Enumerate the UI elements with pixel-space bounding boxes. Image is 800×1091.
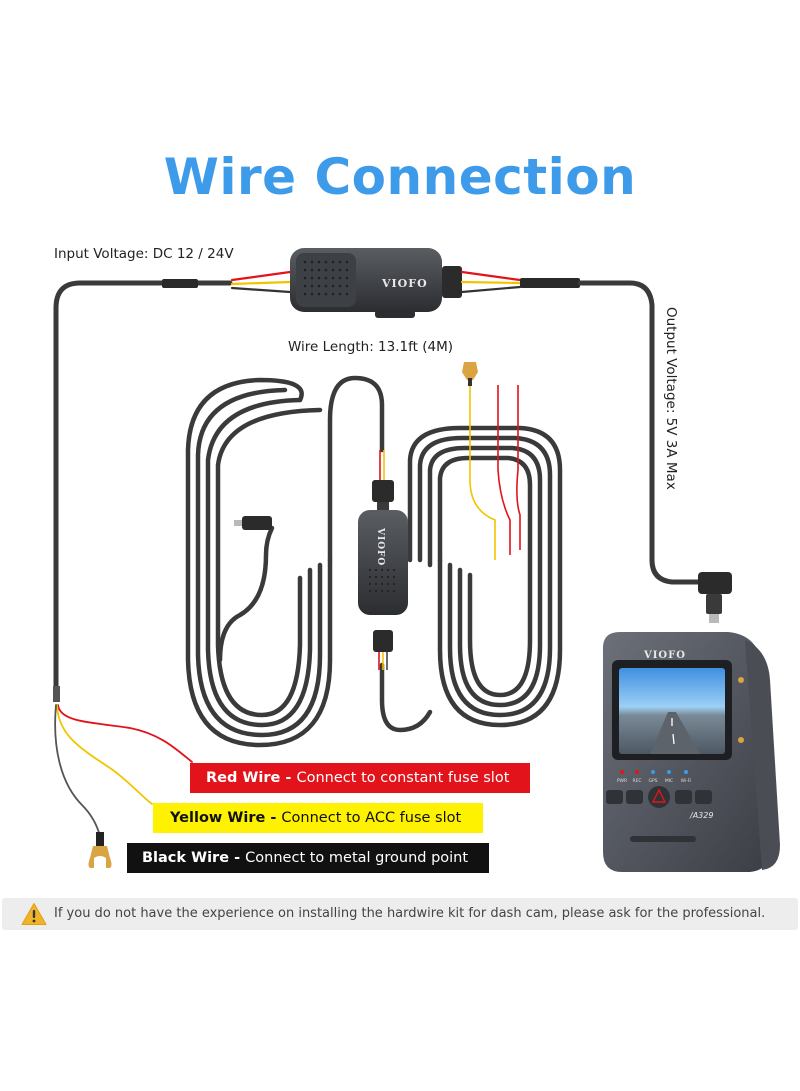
camera-mic-button[interactable]: [675, 790, 692, 804]
indicator-mic: MIC: [665, 778, 673, 784]
warning-triangle-icon: [21, 903, 47, 925]
right-angle-usb-connector: [698, 572, 732, 623]
camera-wifi-button[interactable]: [695, 790, 712, 804]
camera-model-label: /A329: [689, 811, 713, 820]
camera-indicator-row: PWR REC GPS MIC Wi-Fi: [617, 770, 692, 784]
red-wire-label: Red Wire - Connect to constant fuse slot: [190, 763, 530, 793]
module-top-connector: [372, 450, 394, 512]
red-wire-desc: Connect to constant fuse slot: [296, 770, 510, 786]
camera-rec-button[interactable]: [626, 790, 643, 804]
black-wire-desc: Connect to metal ground point: [245, 850, 469, 866]
indicator-wifi: Wi-Fi: [681, 778, 692, 784]
black-wire-label: Black Wire - Connect to metal ground poi…: [127, 843, 489, 873]
fork-terminal-icon: [462, 362, 478, 386]
indicator-gps: GPS: [648, 778, 657, 784]
input-voltage-label: Input Voltage: DC 12 / 24V: [54, 246, 234, 262]
yellow-wire-label: Yellow Wire - Connect to ACC fuse slot: [153, 803, 483, 833]
micro-usb-plug-icon: [234, 516, 272, 530]
camera-menu-button[interactable]: [606, 790, 623, 804]
warning-text: If you do not have the experience on ins…: [54, 906, 766, 921]
indicator-pwr: PWR: [617, 778, 627, 784]
camera-screen: [619, 668, 725, 754]
output-cable: [460, 270, 703, 585]
warning-banner: If you do not have the experience on ins…: [2, 898, 798, 930]
camera-brand-logo: VIOFO: [643, 650, 686, 661]
ground-fork-terminal-icon: [88, 832, 112, 868]
module-bottom-connector: [373, 630, 393, 670]
wire-length-label: Wire Length: 13.1ft (4M): [288, 339, 453, 355]
voltage-converter-box: VIOFO: [290, 248, 462, 318]
red-wire-name: Red Wire -: [206, 770, 297, 786]
inline-power-module: VIOFO: [358, 510, 408, 615]
yellow-wire-desc: Connect to ACC fuse slot: [281, 810, 462, 826]
converter-brand-logo: VIOFO: [381, 277, 428, 290]
dash-camera: VIOFO PWR REC GPS MIC Wi-Fi /A329: [603, 632, 780, 872]
coiled-cable: [185, 375, 563, 748]
yellow-wire-name: Yellow Wire -: [170, 810, 282, 826]
module-brand-logo: VIOFO: [375, 527, 385, 566]
page-title: Wire Connection: [163, 148, 637, 206]
acc-thin-wires: [469, 380, 521, 560]
output-voltage-label: Output Voltage: 5V 3A Max: [663, 307, 679, 490]
indicator-rec: REC: [632, 778, 641, 784]
input-cable: [53, 270, 292, 837]
black-wire-name: Black Wire -: [142, 850, 246, 866]
